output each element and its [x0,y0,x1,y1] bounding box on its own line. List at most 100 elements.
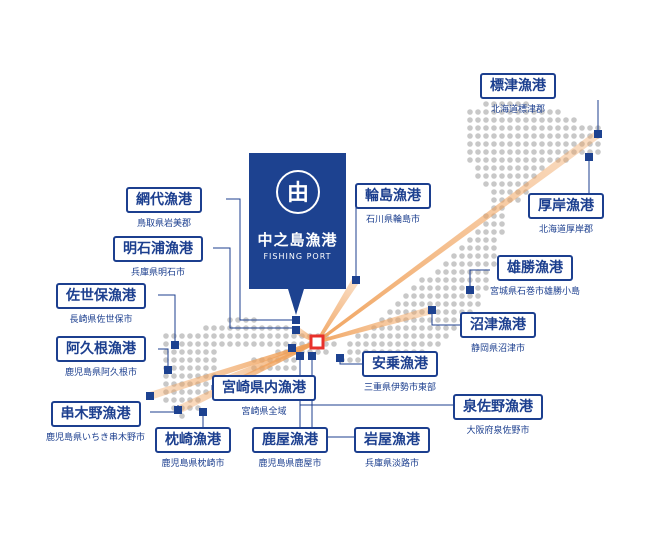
port-akashiura[interactable]: 明石浦漁港 兵庫県明石市 [113,236,203,278]
map-dot [443,285,449,291]
map-dot [427,325,433,331]
map-dot [435,285,441,291]
map-dot [483,181,489,187]
map-dot [467,117,473,123]
port-makurazaki[interactable]: 枕崎漁港 鹿児島県枕崎市 [155,427,231,469]
map-dot [251,341,257,347]
map-dot [427,317,433,323]
map-dot [435,317,441,323]
map-dot [507,173,513,179]
route-ray [315,277,360,343]
map-dot [491,189,497,195]
port-akune[interactable]: 阿久根漁港 鹿児島県阿久根市 [56,336,146,378]
map-dot [171,349,177,355]
port-okachi[interactable]: 雄勝漁港 宮城県石巻市雄勝小島 [490,255,580,297]
map-dot [275,333,281,339]
map-dot [243,341,249,347]
map-dot [411,325,417,331]
port-location: 北海道厚岸郡 [538,225,593,235]
port-name: 安乗漁港 [362,351,438,377]
map-dot [547,125,553,131]
port-marker [174,406,182,414]
map-dot [507,149,513,155]
map-dot [483,245,489,251]
map-dot [483,285,489,291]
map-dot [555,141,561,147]
map-dot [483,229,489,235]
map-dot [187,341,193,347]
map-dot [163,333,169,339]
map-dot [491,181,497,187]
port-kushikino[interactable]: 串木野漁港 鹿児島県いちき串木野市 [46,401,145,443]
port-izumisano[interactable]: 泉佐野漁港 大阪府泉佐野市 [453,394,543,436]
map-dot [443,277,449,283]
map-dot [275,365,281,371]
leader-line [158,294,176,345]
map-dot [491,133,497,139]
map-dot [539,117,545,123]
port-marker [308,352,316,360]
map-dot [467,109,473,115]
map-dot [179,357,185,363]
port-sasebo[interactable]: 佐世保漁港 長崎県佐世保市 [56,283,146,325]
map-dot [427,293,433,299]
map-dot [459,301,465,307]
map-dot [523,117,529,123]
map-dot [531,117,537,123]
map-dot [539,133,545,139]
map-dot [475,237,481,243]
map-dot [259,333,265,339]
map-dot [523,165,529,171]
map-dot [219,341,225,347]
map-dot [539,149,545,155]
port-marker [292,316,300,324]
map-dot [467,133,473,139]
port-shibetsu[interactable]: 標津漁港 北海道標津郡 [480,73,556,115]
map-dot [483,141,489,147]
port-iwaya[interactable]: 岩屋漁港 兵庫県淡路市 [354,427,430,469]
map-dot [443,261,449,267]
map-dot [467,149,473,155]
port-numazu[interactable]: 沼津漁港 静岡県沼津市 [460,312,536,354]
hub-marker [309,334,325,350]
map-dot [555,109,561,115]
port-name: 鹿屋漁港 [252,427,328,453]
map-dot [443,333,449,339]
map-dot [283,333,289,339]
map-dot [291,333,297,339]
leader-line [158,348,169,370]
map-dot [467,157,473,163]
map-dot [435,301,441,307]
map-dot [483,157,489,163]
map-dot [475,173,481,179]
port-ajiro[interactable]: 網代漁港 鳥取県岩美郡 [126,187,202,229]
map-dot [459,277,465,283]
port-akkeshi[interactable]: 厚岸漁港 北海道厚岸郡 [528,193,604,235]
map-dot [395,333,401,339]
map-dot [491,245,497,251]
map-dot [419,341,425,347]
map-dot [179,397,185,403]
port-location: 鹿児島県鹿屋市 [258,459,322,469]
map-dot [411,293,417,299]
map-dot [483,221,489,227]
map-dot [459,285,465,291]
port-location: 静岡県沼津市 [470,344,525,354]
map-dot [515,197,521,203]
map-dot [475,285,481,291]
map-dot [179,365,185,371]
port-wajima[interactable]: 輪島漁港 石川県輪島市 [355,183,431,225]
map-dot [251,333,257,339]
map-dot [411,301,417,307]
map-dot [211,349,217,355]
port-miyazaki[interactable]: 宮崎県内漁港 宮崎県全域 [212,375,316,417]
port-kanoya[interactable]: 鹿屋漁港 鹿児島県鹿屋市 [252,427,328,469]
map-dot [275,341,281,347]
map-dot [451,261,457,267]
port-markers [146,130,602,416]
map-dot [451,293,457,299]
map-dot [539,157,545,163]
map-dot [531,125,537,131]
port-anori[interactable]: 安乗漁港 三重県伊勢市東部 [362,351,438,393]
map-dot [419,317,425,323]
